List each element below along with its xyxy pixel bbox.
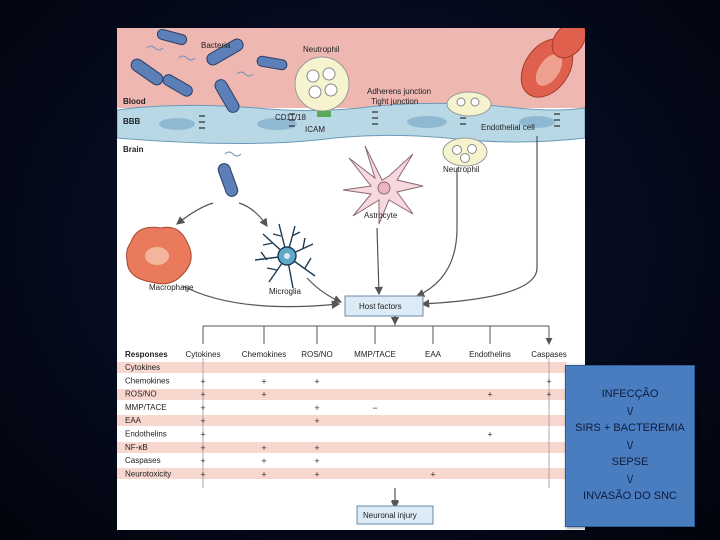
label-bacteria: Bacteria: [201, 41, 231, 50]
table-cell: +: [261, 443, 266, 453]
table-row-label: Neurotoxicity: [125, 469, 171, 478]
table-row-label: Cytokines: [125, 363, 160, 372]
callout-arrow-2: \/: [626, 440, 634, 452]
callout-sirs: SIRS + BACTEREMIA: [575, 422, 685, 434]
table-cell: +: [261, 469, 266, 479]
host-factors-box: [344, 295, 424, 317]
table-cell: +: [314, 416, 319, 426]
pathogenesis-figure: Bacteria Neutrophil Blood BBB Brain Adhe…: [117, 28, 585, 530]
table-cell: +: [200, 430, 205, 440]
table-row-label: MMP/TACE: [125, 403, 167, 412]
label-endothelial-cell: Endothelial cell: [481, 123, 535, 132]
label-host-factors: Host factors: [359, 302, 402, 311]
table-cell: +: [200, 469, 205, 479]
label-astrocyte: Astrocyte: [364, 211, 398, 220]
red-blood-cells: [520, 28, 585, 98]
table-column-header: MMP/TACE: [354, 350, 396, 359]
table-row-label: ROS/NO: [125, 390, 157, 399]
neutrophil-transmigrating: [446, 91, 492, 117]
progression-callout: INFECÇÃO \/ SIRS + BACTEREMIA \/ SEPSE \…: [565, 365, 695, 527]
table-row-label: Chemokines: [125, 376, 169, 385]
label-cd11-18: CD11/18: [275, 113, 307, 122]
table-col-lines: [202, 358, 550, 506]
label-macrophage: Macrophage: [149, 283, 194, 292]
table-cell: +: [200, 416, 205, 426]
cd11-adhesion: [317, 111, 331, 117]
table-cell: +: [314, 469, 319, 479]
callout-invasao: INVASÃO DO SNC: [583, 490, 677, 502]
table-cell: +: [430, 469, 435, 479]
neuronal-injury-box: [356, 505, 434, 525]
label-icam: ICAM: [305, 125, 325, 134]
table-column-header: EAA: [425, 350, 442, 359]
table-cell: +: [546, 376, 551, 386]
table-column-header: Cytokines: [185, 350, 220, 359]
callout-sepse: SEPSE: [611, 456, 649, 468]
table-column-header: Chemokines: [242, 350, 286, 359]
endothelial-nucleus: [257, 118, 297, 130]
table-cell: +: [200, 390, 205, 400]
neutrophil-blood: [294, 56, 350, 117]
astrocyte: [342, 145, 424, 225]
table-column-header: ROS/NO: [301, 350, 333, 359]
table-column-header: Endothelins: [469, 350, 511, 359]
distribution-bracket: [202, 316, 549, 344]
table-cell: +: [487, 390, 492, 400]
callout-infeccao: INFECÇÃO: [601, 388, 659, 400]
table-cell: +: [314, 376, 319, 386]
endothelial-nucleus: [407, 116, 447, 128]
label-adherens-junction: Adherens junction: [367, 87, 431, 96]
table-cell: +: [200, 456, 205, 466]
label-bbb: BBB: [123, 117, 141, 126]
table-row-label: Caspases: [125, 456, 161, 465]
label-tight-junction: Tight junction: [371, 97, 418, 106]
table-title: Responses: [125, 350, 168, 359]
label-neutrophil-top: Neutrophil: [303, 45, 340, 54]
callout-arrow-3: \/: [626, 474, 634, 486]
label-neuronal-injury: Neuronal injury: [363, 511, 417, 520]
bacteria-group: [130, 28, 288, 113]
table-cell: +: [487, 430, 492, 440]
table-row-label: NF-κB: [125, 443, 148, 452]
table-cell: +: [314, 403, 319, 413]
endothelial-nucleus: [159, 118, 195, 130]
label-neutrophil-brain: Neutrophil: [443, 165, 480, 174]
macrophage: [126, 226, 192, 285]
table-stripes: [117, 362, 567, 479]
table-cell: +: [314, 456, 319, 466]
label-microglia: Microglia: [269, 287, 302, 296]
table-cell: +: [261, 390, 266, 400]
callout-arrow-1: \/: [626, 406, 634, 418]
microglia: [254, 223, 316, 289]
endothelial-nucleus: [519, 116, 555, 128]
label-brain: Brain: [123, 145, 144, 154]
table-cell: +: [200, 443, 205, 453]
brain-bacterium: [217, 151, 242, 197]
table-cell: +: [200, 376, 205, 386]
neutrophil-brain: [442, 137, 488, 167]
figure-svg: Bacteria Neutrophil Blood BBB Brain Adhe…: [117, 28, 585, 525]
table-row-label: EAA: [125, 416, 142, 425]
table-cell: +: [546, 390, 551, 400]
table-cell: +: [200, 403, 205, 413]
table-column-header: Caspases: [531, 350, 567, 359]
table-cell: +: [261, 376, 266, 386]
table-cell: +: [261, 456, 266, 466]
table-row-label: Endothelins: [125, 430, 167, 439]
table-cell: +: [314, 443, 319, 453]
table-cell: −: [372, 403, 377, 413]
label-blood: Blood: [123, 97, 146, 106]
